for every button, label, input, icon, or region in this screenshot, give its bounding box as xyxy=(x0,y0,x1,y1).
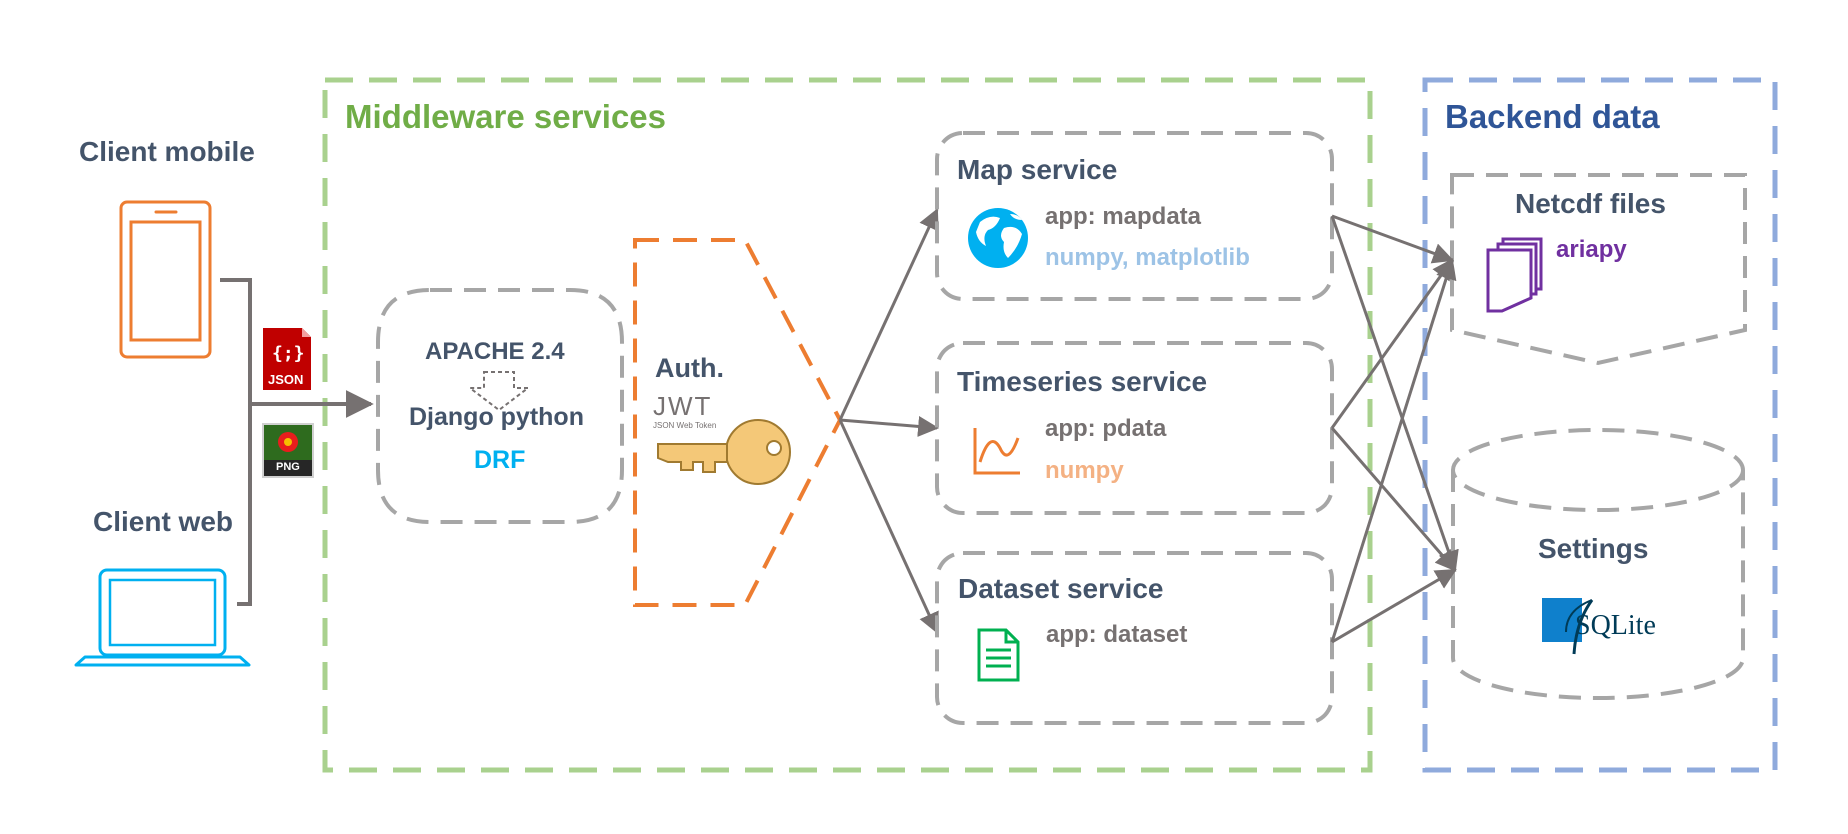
document-icon xyxy=(977,628,1020,682)
settings-cylinder-border xyxy=(1451,428,1745,700)
sqlite-logo-icon xyxy=(1542,598,1594,655)
auth-to-timeseries-arrow xyxy=(839,415,940,437)
backend-group-border xyxy=(1422,77,1778,773)
middleware-title: Middleware services xyxy=(345,98,667,135)
mobile-phone-icon xyxy=(119,200,212,359)
files-icon xyxy=(1486,237,1543,313)
mobile-connector xyxy=(220,278,252,404)
backend-title: Backend data xyxy=(1445,98,1660,135)
apache-label: APACHE 2.4 xyxy=(425,338,565,365)
client-web-label: Client web xyxy=(93,506,234,537)
timeseries-service-app: app: pdata xyxy=(1045,415,1167,442)
drf-label: DRF xyxy=(474,446,526,474)
json-icon-glyph: {;} xyxy=(272,343,305,364)
json-file-icon xyxy=(263,328,311,390)
map-service-title: Map service xyxy=(957,154,1118,185)
client-mobile-label: Client mobile xyxy=(79,136,255,167)
dataset-service-app: app: dataset xyxy=(1046,621,1188,648)
globe-icon xyxy=(968,208,1028,268)
jwt-logo-text: JWT xyxy=(653,391,713,421)
web-connector xyxy=(237,404,252,606)
map-service-libs: numpy, matplotlib xyxy=(1045,244,1250,271)
ariapy-label: ariapy xyxy=(1556,236,1627,263)
netcdf-title: Netcdf files xyxy=(1515,188,1666,219)
down-arrow-icon xyxy=(467,371,531,412)
auth-label: Auth. xyxy=(655,353,724,383)
settings-title: Settings xyxy=(1538,533,1649,564)
sqlite-logo-text: SQLite xyxy=(1575,610,1656,641)
dataset-service-title: Dataset service xyxy=(958,573,1164,604)
png-image-icon xyxy=(262,423,314,478)
png-icon-label: PNG xyxy=(276,461,300,473)
key-icon xyxy=(657,419,791,485)
jwt-logo-subtitle: JSON Web Token xyxy=(653,421,717,430)
auth-to-dataset-arrow xyxy=(838,419,939,634)
django-label: Django python xyxy=(409,403,584,431)
laptop-icon xyxy=(74,568,251,667)
middleware-group-border xyxy=(322,77,1373,773)
line-chart-icon xyxy=(973,428,1020,475)
timeseries-service-libs: numpy xyxy=(1045,457,1124,484)
map-service-border xyxy=(935,131,1334,301)
auth-hexagon-border xyxy=(633,238,843,607)
netcdf-node-border xyxy=(1450,173,1747,366)
auth-to-map-arrow xyxy=(838,208,939,421)
service-to-backend-arrows xyxy=(1330,214,1459,644)
map-service-app: app: mapdata xyxy=(1045,203,1202,230)
json-icon-label: JSON xyxy=(268,372,304,387)
timeseries-service-title: Timeseries service xyxy=(957,366,1208,397)
